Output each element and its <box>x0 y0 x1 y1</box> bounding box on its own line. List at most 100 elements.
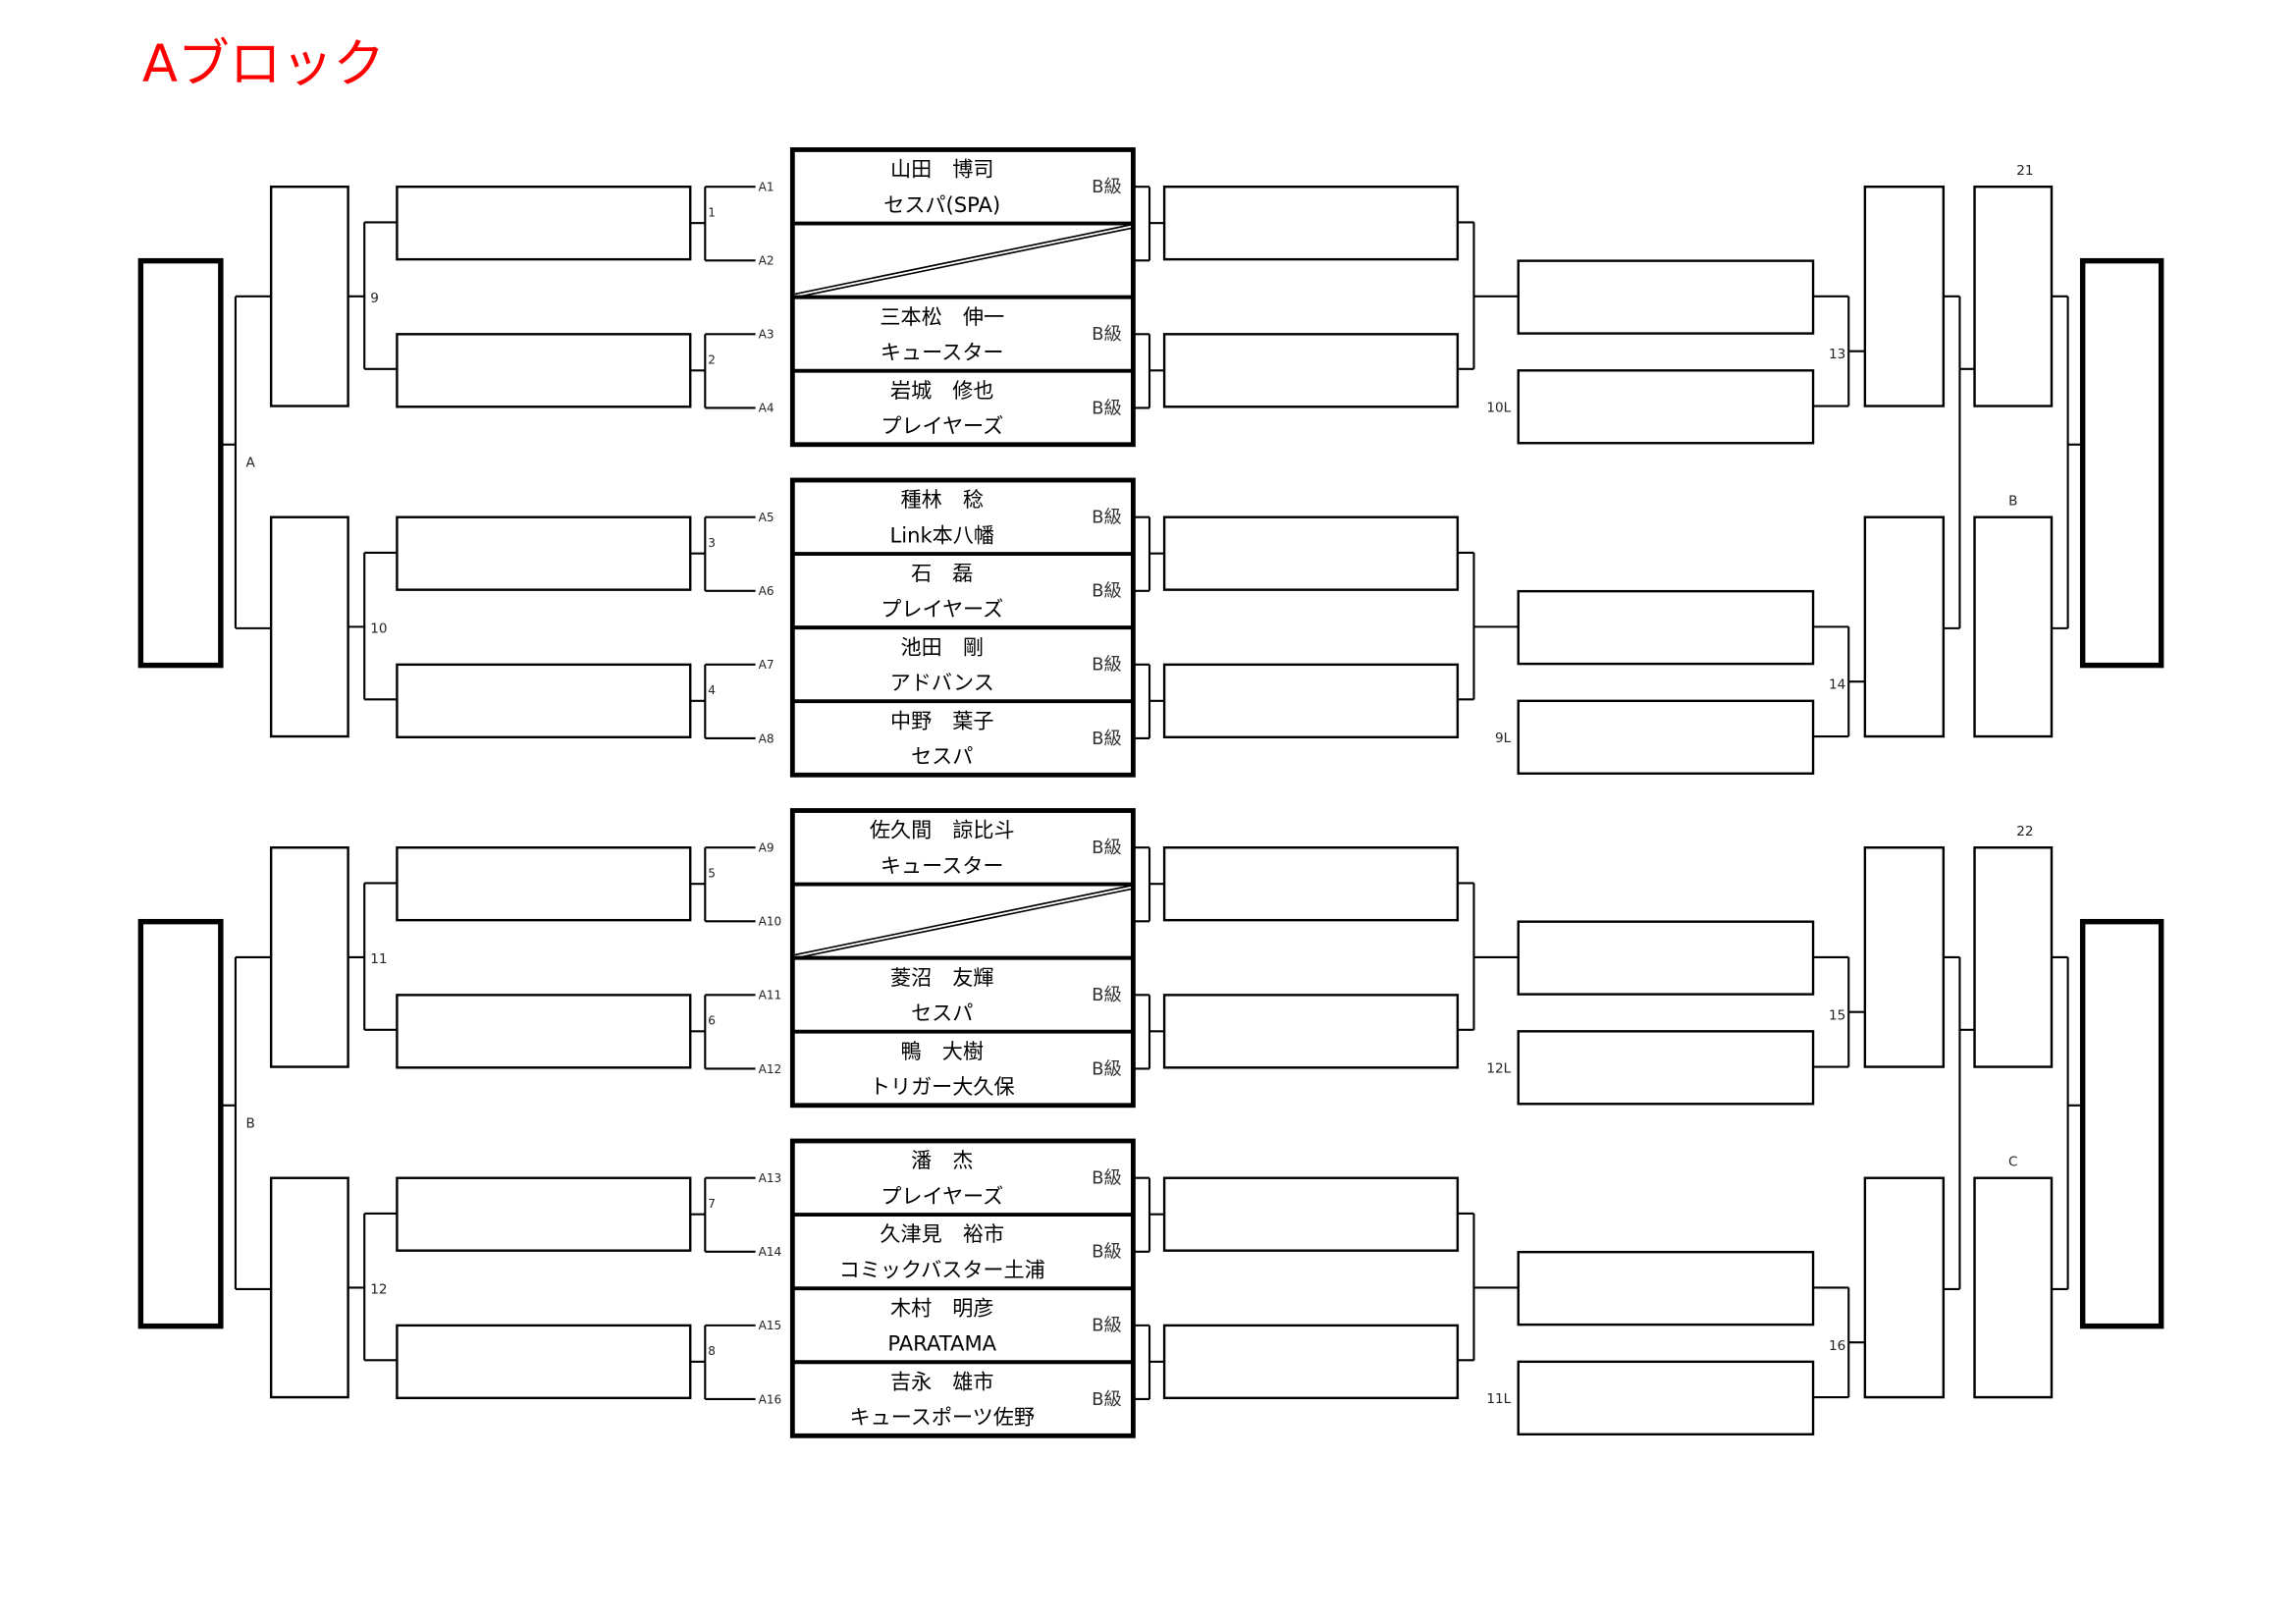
seed-label: A1 <box>759 181 774 194</box>
round1-box-right <box>1162 846 1460 922</box>
player-name: 山田 博司 <box>890 157 994 182</box>
player-grade: B級 <box>1092 1316 1122 1336</box>
loser-box-right <box>1517 1030 1815 1106</box>
round1-box-right <box>1162 333 1460 408</box>
seed-label: A3 <box>759 328 774 342</box>
loser-box-right <box>1517 369 1815 445</box>
player-grade: B級 <box>1092 1058 1122 1079</box>
seed-label: A15 <box>759 1319 782 1332</box>
match-label: 13 <box>1829 347 1845 362</box>
seed-label: A6 <box>759 584 774 598</box>
final-result-box-right <box>2079 257 2164 669</box>
loser-label: 10L <box>1486 401 1511 416</box>
match-label: 2 <box>708 353 716 367</box>
round4-box-right <box>1973 515 2054 738</box>
round1-box-left <box>396 1324 692 1400</box>
bye-slot <box>792 882 1134 959</box>
round1-box-right <box>1162 663 1460 739</box>
player-name: 潘 杰 <box>911 1148 973 1172</box>
match-label: A <box>245 455 255 470</box>
round2-box-right <box>1517 920 1815 996</box>
round1-box-left <box>396 1176 692 1252</box>
seed-label: A8 <box>759 731 774 745</box>
round4-box-right <box>1973 185 2054 407</box>
seed-label: A7 <box>759 658 774 672</box>
seed-label: A2 <box>759 254 774 268</box>
bye-slot <box>792 221 1134 298</box>
round1-box-left <box>396 515 692 591</box>
match-label: 21 <box>2016 163 2033 179</box>
player-team: キュースター <box>881 340 1004 364</box>
loser-label: 9L <box>1495 731 1512 746</box>
round3-box-right <box>1863 1176 1946 1399</box>
round1-box-left <box>396 846 692 922</box>
seed-label: A10 <box>759 915 782 929</box>
round4-box-right <box>1973 846 2054 1068</box>
player-team: Link本八幡 <box>889 522 994 547</box>
round3-box-right <box>1863 185 1946 407</box>
round2-box-right <box>1517 259 1815 335</box>
player-name: 中野 葉子 <box>890 708 994 732</box>
seed-label: A14 <box>759 1245 782 1259</box>
player-name: 岩城 修也 <box>890 378 994 403</box>
round1-box-right <box>1162 515 1460 591</box>
player-group-border <box>789 477 1136 778</box>
player-grade: B級 <box>1092 508 1122 528</box>
player-team: コミックバスター土浦 <box>839 1257 1045 1281</box>
round1-box-left <box>396 663 692 739</box>
player-name: 佐久間 諒比斗 <box>870 818 1015 842</box>
block-title: Aブロック <box>142 34 385 94</box>
player-grade: B級 <box>1092 177 1122 197</box>
player-name: 菱沼 友輝 <box>890 965 994 990</box>
match-label: B <box>245 1115 254 1131</box>
seed-label: A11 <box>759 989 782 1002</box>
player-grade: B級 <box>1092 838 1122 858</box>
player-name: 石 磊 <box>911 561 973 585</box>
loser-label: 11L <box>1486 1391 1511 1407</box>
match-label: 5 <box>708 866 716 880</box>
match-label: B <box>2008 494 2017 510</box>
round2-box-left <box>269 185 349 407</box>
loser-box-right <box>1517 1360 1815 1436</box>
player-team: プレイヤーズ <box>881 1183 1003 1208</box>
match-label: 7 <box>708 1197 716 1211</box>
round2-box-right <box>1517 589 1815 666</box>
match-label: 22 <box>2016 824 2033 839</box>
match-label: 11 <box>370 951 387 967</box>
round2-box-left <box>269 846 349 1068</box>
seed-label: A4 <box>759 402 774 415</box>
player-grade: B級 <box>1092 1168 1122 1189</box>
match-label: 8 <box>708 1344 716 1358</box>
bye-diagonal <box>795 886 1133 958</box>
player-grade: B級 <box>1092 1242 1122 1263</box>
round2-box-left <box>269 1176 349 1399</box>
match-label: 16 <box>1829 1338 1845 1354</box>
match-label: 1 <box>708 205 716 219</box>
round1-box-right <box>1162 185 1460 261</box>
seed-label: A13 <box>759 1171 782 1185</box>
seed-label: A12 <box>759 1062 782 1076</box>
player-name: 三本松 伸一 <box>880 304 1004 329</box>
player-team: キュースポーツ佐野 <box>849 1405 1035 1430</box>
player-name: 鴨 大樹 <box>901 1039 984 1063</box>
match-label: 12 <box>370 1281 387 1297</box>
player-grade: B級 <box>1092 324 1122 345</box>
player-name: 吉永 雄市 <box>890 1369 994 1393</box>
player-group-border <box>789 1138 1136 1438</box>
bye-diagonal <box>795 225 1133 297</box>
final-result-box-right <box>2079 918 2164 1329</box>
player-group-border <box>789 808 1136 1109</box>
player-name: 木村 明彦 <box>890 1295 994 1320</box>
final-result-box-left <box>137 918 224 1329</box>
player-team: プレイヤーズ <box>881 596 1003 621</box>
